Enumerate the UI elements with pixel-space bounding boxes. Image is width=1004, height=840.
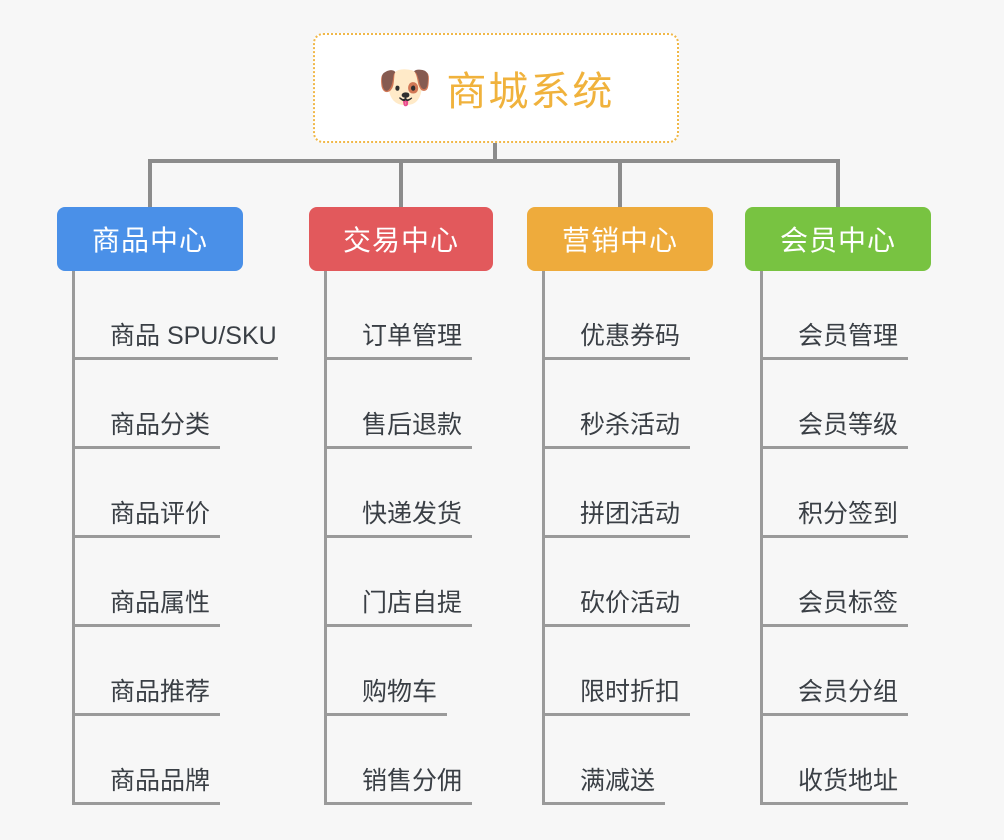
branch-connector-3 xyxy=(618,159,622,207)
leaf-item[interactable]: 商品分类 xyxy=(72,360,220,449)
leaf-item-label: 满减送 xyxy=(580,767,656,795)
leaf-item-underline xyxy=(72,446,220,449)
leaf-item-label: 会员管理 xyxy=(798,322,899,350)
leaf-item-underline xyxy=(760,446,908,449)
category-box-1[interactable]: 商品中心 xyxy=(57,207,243,271)
branch-trunk xyxy=(760,271,763,805)
leaf-item-underline xyxy=(324,713,447,716)
leaf-item-underline xyxy=(760,713,908,716)
leaf-item[interactable]: 快递发货 xyxy=(324,449,472,538)
leaf-item-underline xyxy=(760,802,908,805)
leaf-item-underline xyxy=(324,802,472,805)
leaf-item-label: 秒杀活动 xyxy=(580,411,681,439)
category-label: 交易中心 xyxy=(342,225,459,256)
leaf-item-underline xyxy=(542,802,665,805)
category-box-2[interactable]: 交易中心 xyxy=(309,207,493,271)
leaf-item[interactable]: 订单管理 xyxy=(324,271,472,360)
leaf-item[interactable]: 会员等级 xyxy=(760,360,908,449)
leaf-item[interactable]: 收货地址 xyxy=(760,716,908,805)
leaf-item-label: 商品评价 xyxy=(110,500,211,528)
leaf-item-underline xyxy=(72,535,220,538)
leaf-item-label: 收货地址 xyxy=(798,767,899,795)
leaf-item[interactable]: 拼团活动 xyxy=(542,449,690,538)
leaf-item-label: 快递发货 xyxy=(362,500,463,528)
leaf-item-underline xyxy=(542,446,690,449)
leaf-item-label: 销售分佣 xyxy=(362,767,463,795)
leaf-item-label: 会员等级 xyxy=(798,411,899,439)
leaf-item[interactable]: 砍价活动 xyxy=(542,538,690,627)
dog-face-icon: 🐶 xyxy=(377,63,433,112)
leaf-item[interactable]: 积分签到 xyxy=(760,449,908,538)
leaf-item-label: 砍价活动 xyxy=(580,589,681,617)
leaf-item-underline xyxy=(542,535,690,538)
leaf-item-underline xyxy=(542,624,690,627)
leaf-item-underline xyxy=(324,357,472,360)
leaf-item-label: 商品分类 xyxy=(110,411,211,439)
root-node[interactable]: 🐶 商城系统 xyxy=(313,33,679,143)
leaf-item-label: 门店自提 xyxy=(362,589,463,617)
leaf-item[interactable]: 满减送 xyxy=(542,716,665,805)
leaf-item-label: 优惠券码 xyxy=(580,322,681,350)
branch-trunk xyxy=(72,271,75,805)
root-connector-stem xyxy=(493,143,497,163)
branch-trunk xyxy=(324,271,327,805)
leaf-item-underline xyxy=(72,357,278,360)
leaf-item-underline xyxy=(72,624,220,627)
leaf-item-label: 会员标签 xyxy=(798,589,899,617)
leaf-item[interactable]: 商品品牌 xyxy=(72,716,220,805)
leaf-item-label: 商品属性 xyxy=(110,589,211,617)
leaf-item-label: 购物车 xyxy=(362,678,438,706)
leaf-item-underline xyxy=(542,713,690,716)
branch-connector-2 xyxy=(399,159,403,207)
leaf-item-label: 限时折扣 xyxy=(580,678,681,706)
leaf-item[interactable]: 会员分组 xyxy=(760,627,908,716)
category-label: 会员中心 xyxy=(779,225,896,256)
leaf-item-underline xyxy=(324,624,472,627)
category-label: 营销中心 xyxy=(561,225,678,256)
leaf-item[interactable]: 商品评价 xyxy=(72,449,220,538)
leaf-item[interactable]: 商品推荐 xyxy=(72,627,220,716)
leaf-item[interactable]: 限时折扣 xyxy=(542,627,690,716)
leaf-item-underline xyxy=(324,446,472,449)
category-box-4[interactable]: 会员中心 xyxy=(745,207,931,271)
leaf-item[interactable]: 商品 SPU/SKU xyxy=(72,271,278,360)
leaf-item-underline xyxy=(760,535,908,538)
leaf-item[interactable]: 购物车 xyxy=(324,627,447,716)
root-title: 商城系统 xyxy=(446,70,615,114)
leaf-item-label: 会员分组 xyxy=(798,678,899,706)
leaf-item-underline xyxy=(542,357,690,360)
leaf-item-label: 商品推荐 xyxy=(110,678,211,706)
leaf-item[interactable]: 销售分佣 xyxy=(324,716,472,805)
branch-connector-4 xyxy=(836,159,840,207)
leaf-item-underline xyxy=(72,713,220,716)
branch-connector-1 xyxy=(148,159,152,207)
leaf-item[interactable]: 门店自提 xyxy=(324,538,472,627)
leaf-item-label: 拼团活动 xyxy=(580,500,681,528)
leaf-item-label: 积分签到 xyxy=(798,500,899,528)
leaf-item-label: 商品品牌 xyxy=(110,767,211,795)
leaf-item[interactable]: 售后退款 xyxy=(324,360,472,449)
leaf-item-label: 订单管理 xyxy=(362,322,463,350)
leaf-item-label: 商品 SPU/SKU xyxy=(110,322,277,350)
category-box-3[interactable]: 营销中心 xyxy=(527,207,713,271)
leaf-item-underline xyxy=(72,802,220,805)
branch-trunk xyxy=(542,271,545,805)
category-label: 商品中心 xyxy=(91,225,208,256)
leaf-item[interactable]: 商品属性 xyxy=(72,538,220,627)
leaf-item[interactable]: 会员管理 xyxy=(760,271,908,360)
leaf-item-underline xyxy=(760,624,908,627)
leaf-item-underline xyxy=(324,535,472,538)
leaf-item[interactable]: 优惠券码 xyxy=(542,271,690,360)
branch-distribution-bar xyxy=(150,159,840,163)
leaf-item-underline xyxy=(760,357,908,360)
leaf-item[interactable]: 秒杀活动 xyxy=(542,360,690,449)
leaf-item-label: 售后退款 xyxy=(362,411,463,439)
leaf-item[interactable]: 会员标签 xyxy=(760,538,908,627)
